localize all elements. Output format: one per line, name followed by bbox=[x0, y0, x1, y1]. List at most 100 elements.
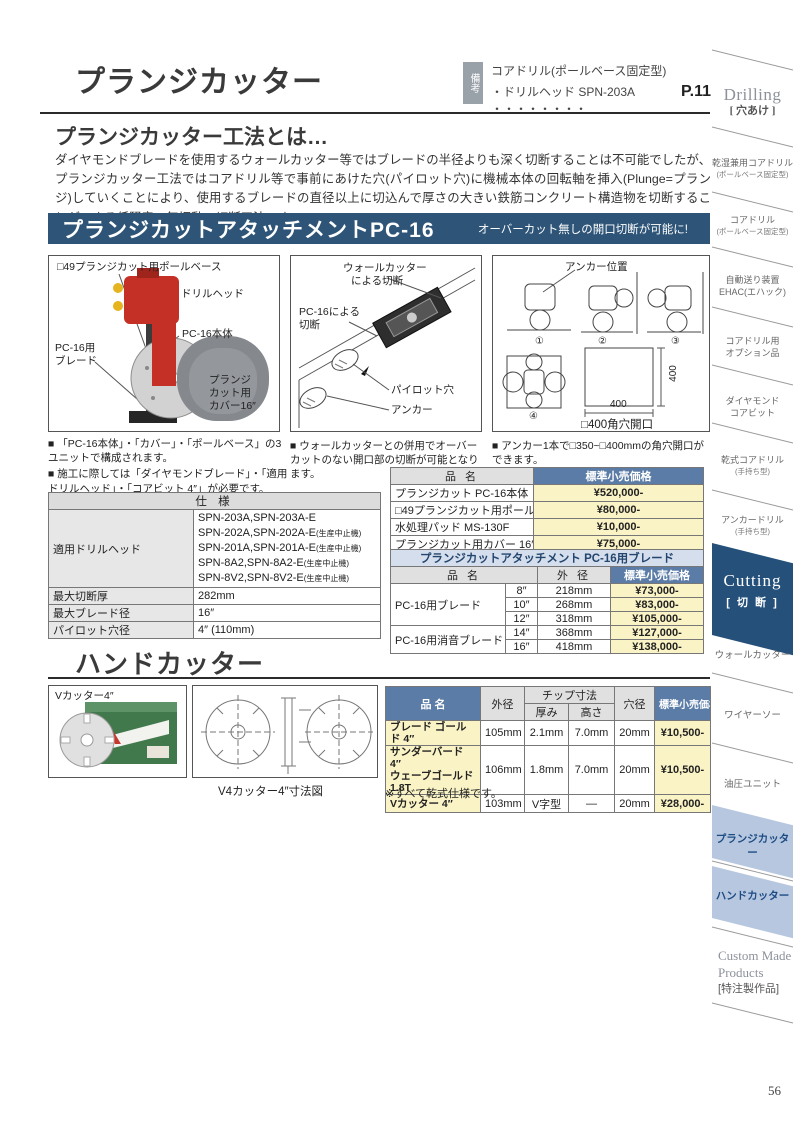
blade-col-price: 標準小売価格 bbox=[609, 566, 705, 584]
blade-group1-name: PC-16用ブレード bbox=[390, 583, 506, 626]
figure-anchor-positions: アンカー位置 ① ② ③ ④ 400 400 □400角穴開口 bbox=[492, 255, 710, 432]
sidebar-dividers bbox=[712, 49, 793, 1024]
price-col-name: 品 名 bbox=[390, 467, 534, 485]
fig3-caption: □400角穴開口 bbox=[581, 419, 654, 431]
sidebar-item-coredrill[interactable]: コアドリル (ポールベース固定型) bbox=[716, 215, 789, 236]
fig3-num3: ③ bbox=[671, 336, 680, 347]
hand-cutter-heading: ハンドカッター bbox=[75, 649, 265, 679]
hand-cutter-rule bbox=[48, 677, 710, 679]
fig3-dim-vertical: 400 bbox=[667, 365, 679, 382]
sidebar-section-cutting-jp: [ 切 断 ] bbox=[726, 597, 779, 609]
spec-row-label: 最大ブレード径 bbox=[48, 604, 194, 622]
fig3-label-anchor-position: アンカー位置 bbox=[565, 261, 628, 273]
price-row-price: ¥10,000- bbox=[533, 518, 704, 536]
page-title: プランジカッター bbox=[75, 66, 323, 99]
fig1-notes: ■ 「PC-16本体」・「カバー」・「ポールベース」の3ユニットで構成されます。… bbox=[48, 437, 288, 496]
sidebar-section-drilling-jp: [ 穴あけ ] bbox=[729, 105, 776, 117]
fig3-num1: ① bbox=[535, 336, 544, 347]
hand-cutter-note: ※すべて乾式仕様です。 bbox=[385, 788, 502, 800]
fig1-label-drillhead: ドリルヘッド bbox=[181, 288, 244, 300]
sidebar-item-anchor-drill[interactable]: アンカードリル (手持ち型) bbox=[721, 515, 784, 536]
sidebar-item-wet-dry-coredrill[interactable]: 乾湿兼用コアドリル (ポールベース固定型) bbox=[712, 158, 793, 179]
fig2-note: ■ ウォールカッターとの併用でオーバーカットのない開口部の切断が可能となります。 bbox=[290, 440, 479, 481]
sidebar-item-hydraulic-unit[interactable]: 油圧ユニット bbox=[723, 779, 781, 790]
sidebar-item-plunge-cutter-active[interactable]: プランジカッター bbox=[715, 833, 790, 859]
sidebar-section-custom-made: Custom Made Products [特注製作品] bbox=[718, 948, 792, 995]
fig1-label-polebase: □49プランジカット用ポールベース bbox=[57, 261, 222, 273]
fig1-label-cover: プランジ カット用 カバー16″ bbox=[209, 374, 256, 413]
spec-row-label: パイロット穴径 bbox=[48, 621, 194, 639]
price-row-name: プランジカット用カバー 16″ bbox=[390, 535, 534, 553]
sidebar-item-wall-cutter[interactable]: ウォールカッター bbox=[714, 650, 791, 661]
hc-col-name: 品 名 bbox=[385, 686, 481, 721]
sidebar-item-coredrill-options[interactable]: コアドリル用 オプション品 bbox=[725, 336, 780, 358]
price-row-name: □49プランジカット用ポールベース bbox=[390, 501, 534, 519]
hc-row-name: ブレード ゴールド 4″ bbox=[385, 719, 481, 747]
sidebar-section-drilling: Drilling bbox=[723, 85, 782, 104]
fig2-label-pc16: PC-16による 切断 bbox=[299, 306, 360, 332]
fig1-note1: ■ 「PC-16本体」・「カバー」・「ポールベース」の3ユニットで構成されます。 bbox=[48, 438, 282, 465]
price-row-name: 水処理パッド MS-130F bbox=[390, 518, 534, 536]
blade-col-dia: 外 径 bbox=[537, 566, 611, 584]
fig1-note2: ■ 施工に際しては「ダイヤモンドブレード」・「適用ドリルヘッド」・「コアビット … bbox=[48, 468, 288, 495]
vcutter-photo-illustration bbox=[59, 702, 177, 768]
section-banner: プランジカットアタッチメントPC-16 オーバーカット無しの開口切断が可能に! bbox=[48, 213, 710, 244]
header-rule bbox=[40, 112, 710, 114]
price-row-price: ¥75,000- bbox=[533, 535, 704, 553]
fig3-dim-horizontal: 400 bbox=[610, 399, 627, 410]
figure-vcutter-drawing bbox=[192, 685, 378, 778]
banner-subtitle: オーバーカット無しの開口切断が可能に! bbox=[477, 223, 688, 236]
blade-table: プランジカットアタッチメント PC-16用ブレード 品 名 外 径 標準小売価格… bbox=[389, 549, 705, 654]
hc-col-tip: チップ寸法 bbox=[524, 686, 615, 704]
page-number: 56 bbox=[768, 1083, 781, 1098]
hc-col-thick: 厚み bbox=[524, 703, 569, 721]
pc16-assembly-illustration bbox=[94, 268, 269, 423]
note-line1: コアドリル(ポールベース固定型) bbox=[491, 64, 667, 78]
spec-row-drillheads-label: 適用ドリルヘッド bbox=[48, 509, 194, 588]
intro-heading: プランジカッター工法とは… bbox=[55, 126, 328, 149]
vcutter-drawing-caption: V4カッター4″寸法図 bbox=[218, 786, 324, 798]
hc-col-price: 標準小売価格 bbox=[654, 686, 711, 721]
note-page-ref: P.11 bbox=[681, 83, 711, 100]
hc-col-height: 高さ bbox=[568, 703, 615, 721]
blade-table-title: プランジカットアタッチメント PC-16用ブレード bbox=[389, 549, 705, 567]
sidebar-item-dry-coredrill[interactable]: 乾式コアドリル (手持ち型) bbox=[720, 455, 784, 476]
price-row-price: ¥80,000- bbox=[533, 501, 704, 519]
fig2-label-pilot-hole: パイロット穴 bbox=[391, 384, 454, 396]
hc-col-hole: 穴径 bbox=[614, 686, 655, 721]
figure-vcutter-photo: Vカッター4″ bbox=[48, 685, 187, 778]
spec-row-label: 最大切断厚 bbox=[48, 587, 194, 605]
figure-pc16-assembly: □49プランジカット用ポールベース ドリルヘッド PC-16本体 PC-16用 … bbox=[48, 255, 280, 432]
header-note: コアドリル(ポールベース固定型) ・ドリルヘッド SPN-203A ・・・・・・… bbox=[491, 62, 711, 117]
vcutter-drawing-illustration bbox=[201, 695, 373, 774]
price-col-price: 標準小売価格 bbox=[533, 467, 704, 485]
cutting-diagram-illustration bbox=[298, 267, 476, 428]
sidebar-item-hand-cutter-active[interactable]: ハンドカッター bbox=[715, 890, 790, 902]
note-tag: 備考 bbox=[463, 62, 483, 104]
sidebar-item-wire-saw[interactable]: ワイヤーソー bbox=[724, 710, 781, 721]
figure-cutting-diagram: ウォールカッター による切断 PC-16による 切断 パイロット穴 アンカー bbox=[290, 255, 482, 432]
fig1-label-body: PC-16本体 bbox=[182, 328, 233, 340]
hc-col-dia: 外径 bbox=[480, 686, 525, 721]
fig2-label-anchor: アンカー bbox=[391, 404, 433, 416]
price-table: 品 名 標準小売価格 プランジカット PC-16本体¥520,000- □49プ… bbox=[390, 467, 704, 553]
spec-row-drillheads-value: SPN-203A,SPN-203A-E SPN-202A,SPN-202A-E(… bbox=[192, 509, 382, 588]
sidebar-item-auto-feed-ehac[interactable]: 自動送り装置 EHAC(エハック) bbox=[719, 275, 786, 297]
vcutter-photo-label: Vカッター4″ bbox=[55, 690, 114, 702]
blade-col-name: 品 名 bbox=[390, 566, 538, 584]
sidebar-section-cutting: Cutting bbox=[723, 571, 782, 590]
price-row-price: ¥520,000- bbox=[533, 484, 704, 502]
spec-table: 仕 様 適用ドリルヘッド SPN-203A,SPN-203A-E SPN-202… bbox=[47, 492, 382, 639]
banner-title: プランジカットアタッチメントPC-16 bbox=[62, 218, 435, 242]
fig3-note: ■ アンカー1本で□350~□400mmの角穴開口ができます。 bbox=[492, 440, 705, 467]
price-row-name: プランジカット PC-16本体 bbox=[390, 484, 534, 502]
fig3-num2: ② bbox=[598, 336, 607, 347]
fig3-num4: ④ bbox=[529, 411, 538, 422]
sidebar: Drilling [ 穴あけ ] 乾湿兼用コアドリル (ポールベース固定型) コ… bbox=[712, 0, 793, 1122]
hc-row-name: サンダーバード 4″ ウェーブゴールド 1.8T bbox=[385, 745, 481, 796]
hand-cutter-table: 品 名 外径 チップ寸法 穴径 標準小売価格 厚み 高さ ブレード ゴールド 4… bbox=[385, 686, 711, 814]
sidebar-item-diamond-corebit[interactable]: ダイヤモンド コアビット bbox=[725, 396, 780, 418]
spec-table-title: 仕 様 bbox=[47, 492, 382, 510]
blade-group2-name: PC-16用消音ブレード bbox=[390, 625, 506, 654]
